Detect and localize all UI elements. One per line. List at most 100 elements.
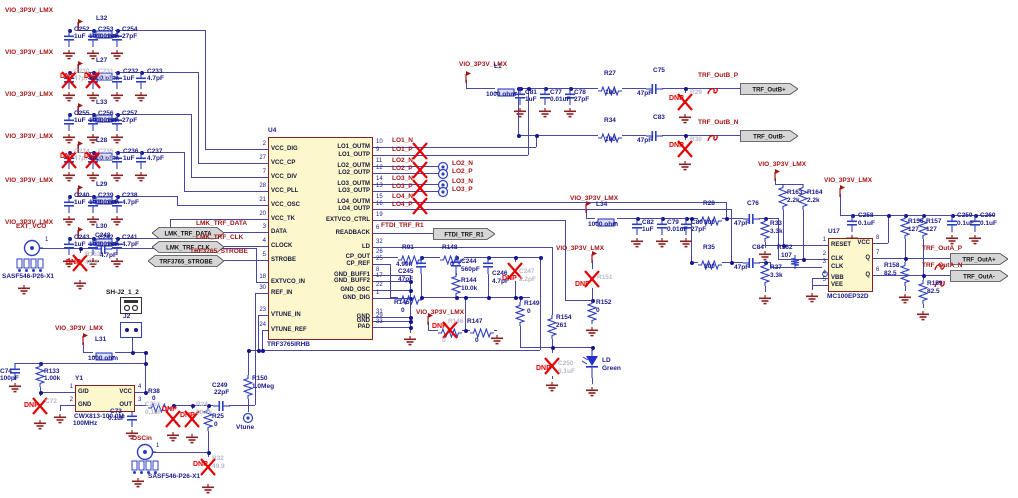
ground-symbol <box>630 235 644 253</box>
ground-symbol <box>73 277 87 295</box>
wire <box>373 298 410 299</box>
wire <box>466 88 495 89</box>
junction-dot <box>801 257 806 262</box>
junction-dot <box>921 273 926 278</box>
net-label: VIO_3P3V_LMX <box>824 177 873 184</box>
pin-number: 12 <box>376 165 383 171</box>
ref-label: R144 <box>461 277 477 284</box>
shunt-jumper-icon <box>120 297 142 319</box>
ref-label: 82.5 <box>927 288 940 295</box>
pin-name: READBACK <box>335 230 370 236</box>
ground-symbol <box>33 417 47 435</box>
power-flag-icon <box>72 226 84 244</box>
pin-name: RESET <box>831 242 852 248</box>
dnp-x-icon <box>84 70 102 95</box>
pin-name: STROBE <box>271 257 297 263</box>
dnp-ref-label: C230 <box>74 68 90 75</box>
net-label: LO3_N <box>392 175 413 182</box>
ref-label: L31 <box>95 336 107 343</box>
junction-dot <box>689 216 694 221</box>
dnp-ref-label: C251 <box>145 401 161 408</box>
junction-dot <box>486 295 491 300</box>
ref-label: Green <box>602 365 621 372</box>
dnp-ref-label: R32 <box>212 455 224 462</box>
ground-symbol <box>678 111 692 129</box>
ground-symbol <box>62 213 76 231</box>
net-label: VIO_3P3V_LMX <box>556 245 605 252</box>
ground-symbol <box>201 481 215 498</box>
wire <box>923 239 924 275</box>
wire <box>373 281 410 282</box>
ref-label: 100 <box>605 89 616 96</box>
wire <box>373 257 398 258</box>
net-label: LO1_N <box>392 137 413 144</box>
ground-symbol <box>916 308 930 326</box>
capacitor-symbol <box>9 363 21 385</box>
wire <box>115 196 177 197</box>
ref-label: L29 <box>96 181 108 188</box>
wire <box>115 152 184 153</box>
wire <box>662 88 740 89</box>
ref-label: C232 <box>123 68 139 75</box>
wire <box>691 218 692 262</box>
dnp-label: DNP <box>66 259 81 266</box>
ref-label: C259 <box>957 212 973 219</box>
wire <box>685 135 686 140</box>
capacitor-symbol <box>126 410 138 432</box>
pin-name: VEE <box>831 282 844 288</box>
dnp-x-icon <box>676 139 694 164</box>
pin-name: VCC_PLL <box>271 188 299 194</box>
pin-number: 9 <box>376 147 380 153</box>
svg-text:FTDI_TRF_R1: FTDI_TRF_R1 <box>444 232 484 238</box>
wire <box>662 135 740 136</box>
net-tag: TRF_OutA+ <box>950 252 1009 270</box>
capacitor-symbol <box>63 196 75 218</box>
wire <box>812 278 813 290</box>
ref-label: C256 <box>98 110 114 117</box>
ferrite-bead-symbol <box>93 26 115 44</box>
ref-label: L27 <box>96 57 108 64</box>
probe-mark-icon <box>707 84 719 102</box>
capacitor-symbol <box>63 72 75 94</box>
capacitor-symbol <box>742 256 760 274</box>
pin-name: VCC <box>857 240 870 246</box>
wire <box>373 166 438 167</box>
junction-dot <box>143 390 148 395</box>
wire <box>778 218 779 259</box>
pin-name: LO2_OUTP <box>338 170 370 176</box>
resistor-symbol <box>34 363 46 392</box>
power-flag-icon <box>72 102 84 120</box>
ferrite-bead-symbol <box>93 348 115 366</box>
ref-label: LD <box>602 357 611 364</box>
ground-symbol <box>678 158 692 176</box>
wire <box>765 286 766 292</box>
power-flag-icon <box>586 250 598 268</box>
test-point <box>242 411 254 429</box>
wire <box>177 205 268 206</box>
test-point <box>437 167 449 185</box>
junction-dot <box>419 295 424 300</box>
wire <box>262 330 268 331</box>
pin-name: GND_DIG <box>342 295 370 301</box>
ref-label: 1000 ohm <box>89 117 119 124</box>
resistor-symbol <box>698 257 722 275</box>
wire <box>229 405 255 406</box>
wire <box>812 278 828 279</box>
pin-number: 29 <box>376 313 383 319</box>
power-flag-icon <box>72 18 84 36</box>
ground-symbol <box>898 291 912 309</box>
pin-number: 32 <box>376 239 383 245</box>
wire <box>198 72 199 163</box>
junction-dot <box>190 403 195 408</box>
ref-label: C258 <box>858 212 874 219</box>
resistor-symbol <box>777 184 789 215</box>
wire <box>373 317 410 318</box>
svg-text:TRF_OutB+: TRF_OutB+ <box>752 87 786 93</box>
j2-pin <box>134 328 138 332</box>
ref-label: 1000 ohm <box>88 355 118 362</box>
capacitor-symbol <box>135 152 147 174</box>
pin-number: 23 <box>259 307 266 313</box>
net-label: VIO_3P3V_LMX <box>55 325 104 332</box>
wire <box>775 178 776 184</box>
